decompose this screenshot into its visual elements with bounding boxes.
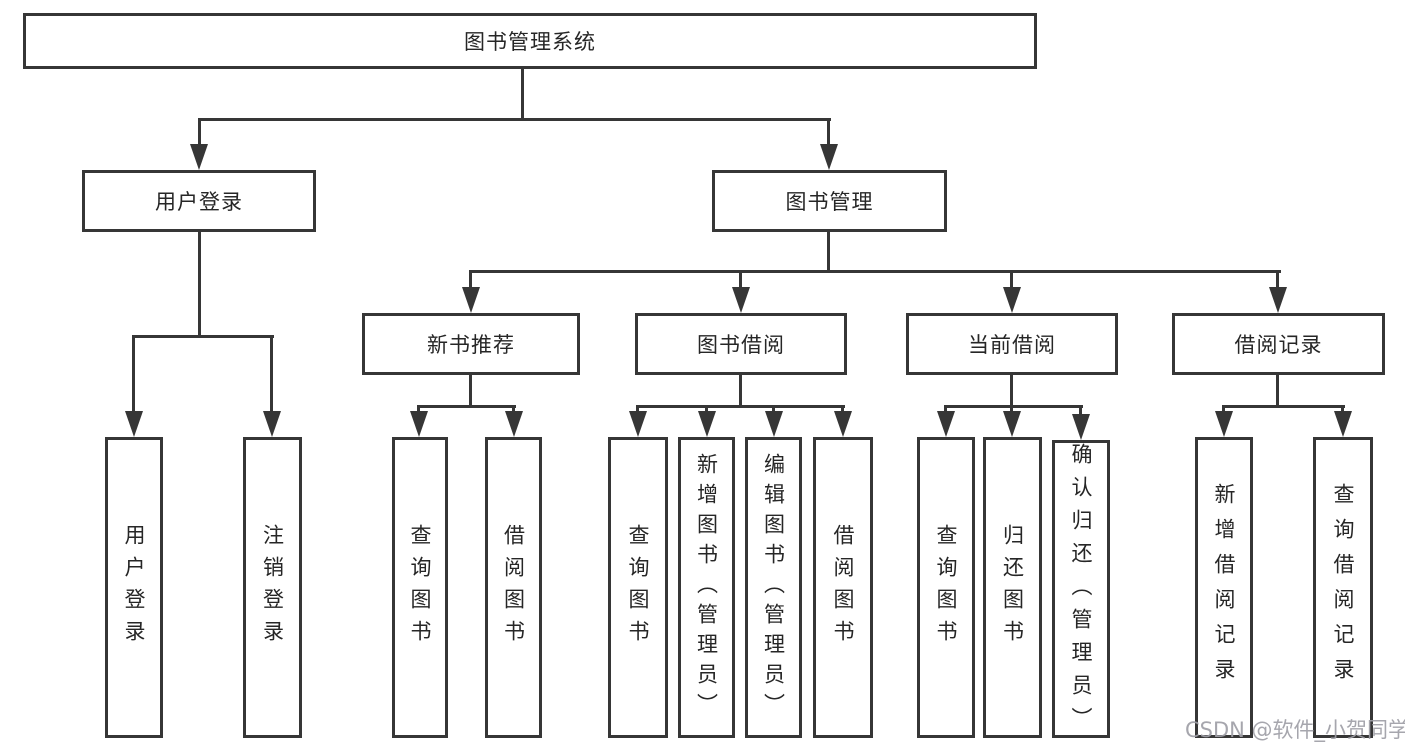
connector-bar-level2 xyxy=(198,118,831,121)
node-label-user-login: 用户登录 xyxy=(155,190,243,214)
node-box-leaf-cb-return: 归还图书 xyxy=(983,437,1042,738)
node-box-new-book-rec: 新书推荐 xyxy=(362,313,580,375)
connector-stem-leaf-cb-return xyxy=(1010,405,1013,413)
node-box-leaf-nbr-query: 查询图书 xyxy=(392,437,448,738)
connector-bar-level3 xyxy=(469,270,1281,273)
node-label-leaf-bb-edit: 编辑图书（管理员） xyxy=(761,452,786,723)
node-label-leaf-cb-return: 归还图书 xyxy=(1000,523,1025,652)
connector-stem-current-borrow xyxy=(1010,270,1013,289)
node-box-leaf-bb-query: 查询图书 xyxy=(608,437,668,738)
connector-stem-leaf-nbr-borrow xyxy=(512,405,515,413)
connector-stem-leaf-bb-query xyxy=(636,405,639,413)
connector-stem-leaf-nbr-query xyxy=(417,405,420,413)
node-label-leaf-cb-query: 查询图书 xyxy=(934,523,958,652)
arrowhead-book-mgmt-icon xyxy=(820,144,838,170)
connector-stem-leaf-user-login xyxy=(132,335,135,413)
node-label-leaf-user-login: 用户登录 xyxy=(122,523,146,652)
connector-root-trunk xyxy=(521,69,524,121)
node-label-book-mgmt: 图书管理 xyxy=(785,190,874,214)
connector-user-login-trunk xyxy=(198,232,201,338)
connector-current-borrow-trunk xyxy=(1010,375,1013,408)
arrowhead-leaf-br-query-icon xyxy=(1334,411,1352,437)
node-label-leaf-bb-query: 查询图书 xyxy=(626,523,650,652)
node-box-leaf-bb-add: 新增图书（管理员） xyxy=(678,437,735,738)
node-box-leaf-user-login: 用户登录 xyxy=(105,437,163,738)
connector-bar-borrow-record xyxy=(1222,405,1345,408)
watermark-text: CSDN @软件_小贺同学 xyxy=(1185,718,1405,742)
connector-bar-book-borrow xyxy=(636,405,845,408)
node-label-new-book-rec: 新书推荐 xyxy=(427,333,515,357)
node-box-current-borrow: 当前借阅 xyxy=(906,313,1118,375)
connector-stem-leaf-cb-confirm xyxy=(1079,405,1082,416)
arrowhead-leaf-cb-return-icon xyxy=(1003,411,1021,437)
node-label-leaf-bb-borrow: 借阅图书 xyxy=(831,523,855,652)
arrowhead-leaf-bb-add-icon xyxy=(698,411,716,437)
arrowhead-leaf-bb-borrow-icon xyxy=(834,411,852,437)
connector-stem-leaf-bb-borrow xyxy=(841,405,844,413)
node-label-leaf-br-add: 新增借阅记录 xyxy=(1212,482,1236,693)
connector-stem-leaf-bb-add xyxy=(705,405,708,413)
node-label-leaf-nbr-borrow: 借阅图书 xyxy=(501,523,526,652)
connector-stem-leaf-br-add xyxy=(1222,405,1225,413)
node-label-root: 图书管理系统 xyxy=(464,30,596,54)
node-label-book-borrow: 图书借阅 xyxy=(697,333,785,357)
connector-bar-new-book-rec xyxy=(417,405,516,408)
connector-stem-book-mgmt xyxy=(827,118,830,146)
node-label-leaf-logout: 注销登录 xyxy=(260,523,285,652)
node-box-book-borrow: 图书借阅 xyxy=(635,313,847,375)
arrowhead-leaf-bb-edit-icon xyxy=(765,411,783,437)
node-box-leaf-cb-confirm: 确认归还（管理员） xyxy=(1052,440,1110,740)
node-box-leaf-nbr-borrow: 借阅图书 xyxy=(485,437,542,738)
connector-stem-book-borrow xyxy=(739,270,742,289)
arrowhead-leaf-nbr-borrow-icon xyxy=(505,411,523,437)
node-box-user-login: 用户登录 xyxy=(82,170,316,232)
arrowhead-leaf-cb-query-icon xyxy=(937,411,955,437)
arrowhead-borrow-record-icon xyxy=(1269,287,1287,313)
arrowhead-leaf-cb-confirm-icon xyxy=(1072,414,1090,440)
node-box-borrow-record: 借阅记录 xyxy=(1172,313,1385,375)
connector-stem-leaf-bb-edit xyxy=(772,405,775,413)
arrowhead-leaf-nbr-query-icon xyxy=(410,411,428,437)
node-box-leaf-logout: 注销登录 xyxy=(243,437,302,738)
arrowhead-book-borrow-icon xyxy=(732,287,750,313)
connector-stem-borrow-record xyxy=(1276,270,1279,289)
node-box-book-mgmt: 图书管理 xyxy=(712,170,947,232)
arrowhead-leaf-user-login-icon xyxy=(125,411,143,437)
node-box-root: 图书管理系统 xyxy=(23,13,1037,69)
node-label-current-borrow: 当前借阅 xyxy=(968,333,1056,357)
node-label-leaf-bb-add: 新增图书（管理员） xyxy=(694,452,719,723)
node-box-leaf-bb-edit: 编辑图书（管理员） xyxy=(745,437,802,738)
connector-new-book-rec-trunk xyxy=(469,375,472,408)
arrowhead-leaf-br-add-icon xyxy=(1215,411,1233,437)
arrowhead-new-book-rec-icon xyxy=(462,287,480,313)
connector-book-mgmt-trunk xyxy=(827,232,830,273)
node-box-leaf-bb-borrow: 借阅图书 xyxy=(813,437,873,738)
connector-stem-leaf-logout xyxy=(270,335,273,413)
node-label-borrow-record: 借阅记录 xyxy=(1234,333,1323,357)
connector-stem-leaf-cb-query xyxy=(944,405,947,413)
arrowhead-leaf-logout-icon xyxy=(263,411,281,437)
node-box-leaf-cb-query: 查询图书 xyxy=(917,437,975,738)
node-label-leaf-br-query: 查询借阅记录 xyxy=(1331,482,1355,693)
connector-bar-user-login xyxy=(132,335,274,338)
connector-borrow-record-trunk xyxy=(1276,375,1279,408)
arrowhead-user-login-icon xyxy=(190,144,208,170)
connector-stem-leaf-br-query xyxy=(1341,405,1344,413)
connector-bar-current-borrow xyxy=(944,405,1083,408)
arrowhead-current-borrow-icon xyxy=(1003,287,1021,313)
node-box-leaf-br-add: 新增借阅记录 xyxy=(1195,437,1253,738)
connector-book-borrow-trunk xyxy=(739,375,742,408)
connector-stem-new-book-rec xyxy=(469,270,472,289)
arrowhead-leaf-bb-query-icon xyxy=(629,411,647,437)
connector-stem-user-login xyxy=(198,118,201,146)
node-box-leaf-br-query: 查询借阅记录 xyxy=(1313,437,1373,738)
node-label-leaf-cb-confirm: 确认归还（管理员） xyxy=(1069,443,1093,740)
node-label-leaf-nbr-query: 查询图书 xyxy=(408,523,432,652)
